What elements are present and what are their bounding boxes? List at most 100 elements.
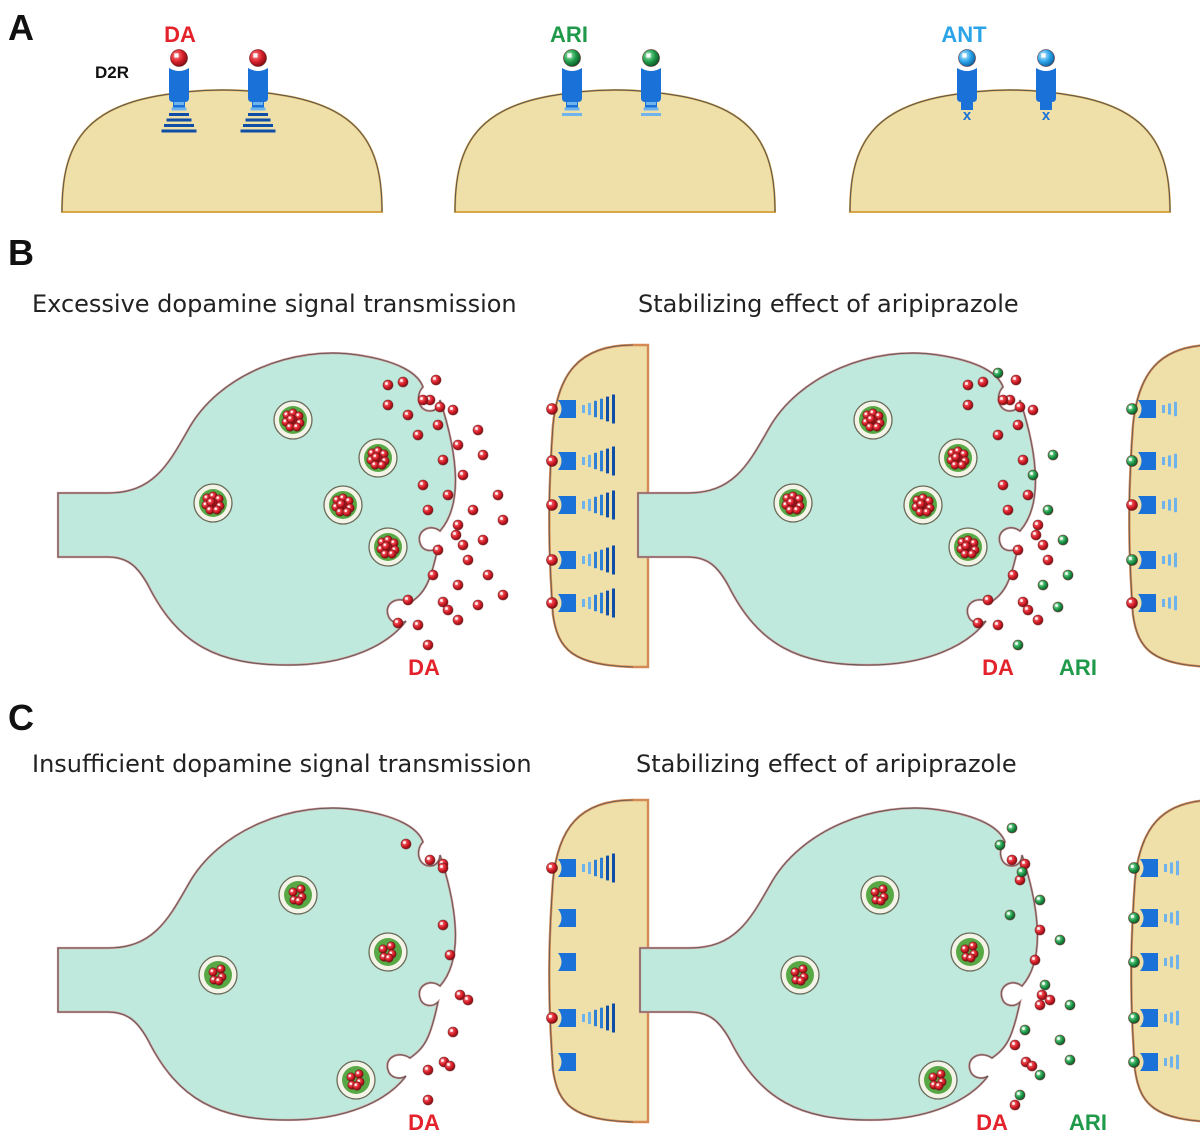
dopamine-molecule-icon bbox=[462, 554, 474, 566]
dopamine-molecule-icon bbox=[928, 1072, 938, 1082]
postsynaptic-cell bbox=[453, 89, 777, 213]
dopamine-molecule-icon bbox=[249, 49, 267, 67]
synaptic-vesicle-icon bbox=[358, 438, 398, 478]
dopamine-molecule-icon bbox=[962, 399, 974, 411]
aripiprazole-molecule-icon bbox=[1054, 1034, 1066, 1046]
dopamine-molecule-icon bbox=[546, 455, 558, 467]
dopamine-molecule-icon bbox=[434, 401, 446, 413]
dopamine-molecule-icon bbox=[286, 414, 296, 424]
dopamine-molecule-icon bbox=[447, 404, 459, 416]
d2-receptor-icon bbox=[641, 68, 661, 110]
panel-letter-c: C bbox=[8, 697, 34, 738]
dopamine-molecule-icon bbox=[798, 964, 808, 974]
signal-stack-icon bbox=[641, 102, 661, 116]
dopamine-molecule-icon bbox=[392, 617, 404, 629]
dopamine-molecule-icon bbox=[402, 594, 414, 606]
dopamine-molecule-icon bbox=[346, 1072, 356, 1082]
dopamine-molecule-icon bbox=[966, 953, 976, 963]
dopamine-molecule-icon bbox=[352, 1081, 362, 1091]
d2-receptor-icon bbox=[1138, 400, 1156, 418]
synaptic-vesicle-icon bbox=[918, 1060, 958, 1100]
aripiprazole-molecule-icon bbox=[1054, 934, 1066, 946]
dopamine-molecule-icon bbox=[378, 944, 388, 954]
dopamine-molecule-icon bbox=[457, 469, 469, 481]
dopamine-molecule-icon bbox=[214, 976, 224, 986]
dopamine-molecule-icon bbox=[1006, 854, 1018, 866]
presynaptic-outline bbox=[637, 352, 1036, 666]
synaptic-vesicle-icon bbox=[950, 932, 990, 972]
dopamine-molecule-icon bbox=[936, 1069, 946, 1079]
synaptic-vesicle-icon bbox=[773, 483, 813, 523]
dopamine-molecule-icon bbox=[452, 519, 464, 531]
aripiprazole-molecule-icon bbox=[1019, 1024, 1031, 1036]
drug-label-ari: ARI bbox=[1069, 1110, 1107, 1135]
dopamine-molecule-icon bbox=[1009, 1039, 1021, 1051]
aripiprazole-molecule-icon bbox=[1126, 403, 1138, 415]
dopamine-molecule-icon bbox=[1022, 604, 1034, 616]
dopamine-molecule-icon bbox=[1012, 419, 1024, 431]
dopamine-molecule-icon bbox=[546, 597, 558, 609]
dopamine-molecule-icon bbox=[472, 424, 484, 436]
signal-stack-icon bbox=[1162, 497, 1177, 513]
synaptic-vesicle-icon bbox=[860, 875, 900, 915]
aripiprazole-molecule-icon bbox=[1062, 569, 1074, 581]
aripiprazole-molecule-icon bbox=[1128, 1012, 1140, 1024]
aripiprazole-molecule-icon bbox=[1039, 979, 1051, 991]
d2-receptor-icon bbox=[558, 859, 576, 877]
signal-stack-icon bbox=[582, 446, 615, 476]
dopamine-molecule-icon bbox=[422, 1094, 434, 1106]
dopamine-molecule-icon bbox=[1042, 554, 1054, 566]
aripiprazole-molecule-icon bbox=[1126, 455, 1138, 467]
drug-label-da: DA bbox=[982, 655, 1014, 680]
dopamine-molecule-icon bbox=[796, 976, 806, 986]
dopamine-molecule-icon bbox=[384, 953, 394, 963]
dopamine-molecule-icon bbox=[1034, 999, 1046, 1011]
presynaptic-outline bbox=[57, 807, 456, 1121]
synaptic-vesicle-icon bbox=[323, 485, 363, 525]
dopamine-molecule-icon bbox=[170, 49, 188, 67]
dopamine-molecule-icon bbox=[450, 529, 462, 541]
d2-receptor-icon bbox=[558, 452, 576, 470]
aripiprazole-molecule-icon bbox=[1047, 449, 1059, 461]
dopamine-molecule-icon bbox=[336, 499, 346, 509]
dopamine-molecule-icon bbox=[997, 479, 1009, 491]
aripiprazole-molecule-icon bbox=[1057, 534, 1069, 546]
dopamine-molecule-icon bbox=[1027, 404, 1039, 416]
synaptic-vesicle-icon bbox=[780, 955, 820, 995]
dopamine-molecule-icon bbox=[417, 394, 429, 406]
dopamine-molecule-icon bbox=[1017, 596, 1029, 608]
dopamine-molecule-icon bbox=[412, 619, 424, 631]
dopamine-molecule-icon bbox=[382, 399, 394, 411]
postsynaptic-cell bbox=[60, 89, 384, 213]
dopamine-molecule-icon bbox=[1029, 954, 1041, 966]
postsynaptic-outline bbox=[548, 344, 634, 668]
dopamine-molecule-icon bbox=[546, 403, 558, 415]
dopamine-molecule-icon bbox=[212, 505, 222, 515]
dopamine-molecule-icon bbox=[1002, 504, 1014, 516]
synapse-stabilizing-c: DA ARI bbox=[638, 799, 1200, 1135]
dopamine-molecule-icon bbox=[546, 554, 558, 566]
dopamine-molecule-icon bbox=[1026, 1060, 1038, 1072]
dopamine-molecule-icon bbox=[342, 507, 352, 517]
dopamine-molecule-icon bbox=[417, 479, 429, 491]
aripiprazole-molecule-icon bbox=[642, 49, 660, 67]
presynaptic-outline bbox=[57, 352, 456, 666]
signal-stack-icon bbox=[562, 102, 582, 116]
dopamine-molecule-icon bbox=[967, 549, 977, 559]
dopamine-molecule-icon bbox=[1022, 489, 1034, 501]
drug-label-da: DA bbox=[976, 1110, 1008, 1135]
dopamine-molecule-icon bbox=[472, 599, 484, 611]
dopamine-molecule-icon bbox=[427, 569, 439, 581]
dopamine-molecule-icon bbox=[1012, 544, 1024, 556]
d2-receptor-icon bbox=[1140, 953, 1158, 971]
aripiprazole-molecule-icon bbox=[563, 49, 581, 67]
synaptic-vesicle-icon bbox=[368, 932, 408, 972]
dopamine-molecule-icon bbox=[1126, 499, 1138, 511]
panel-c: C Insufficient dopamine signal transmiss… bbox=[8, 697, 1200, 1135]
signal-stack-icon bbox=[1164, 954, 1179, 970]
dopamine-molecule-icon bbox=[934, 1081, 944, 1091]
dopamine-molecule-icon bbox=[402, 409, 414, 421]
dopamine-molecule-icon bbox=[412, 429, 424, 441]
dopamine-molecule-icon bbox=[1032, 614, 1044, 626]
dopamine-molecule-icon bbox=[992, 429, 1004, 441]
